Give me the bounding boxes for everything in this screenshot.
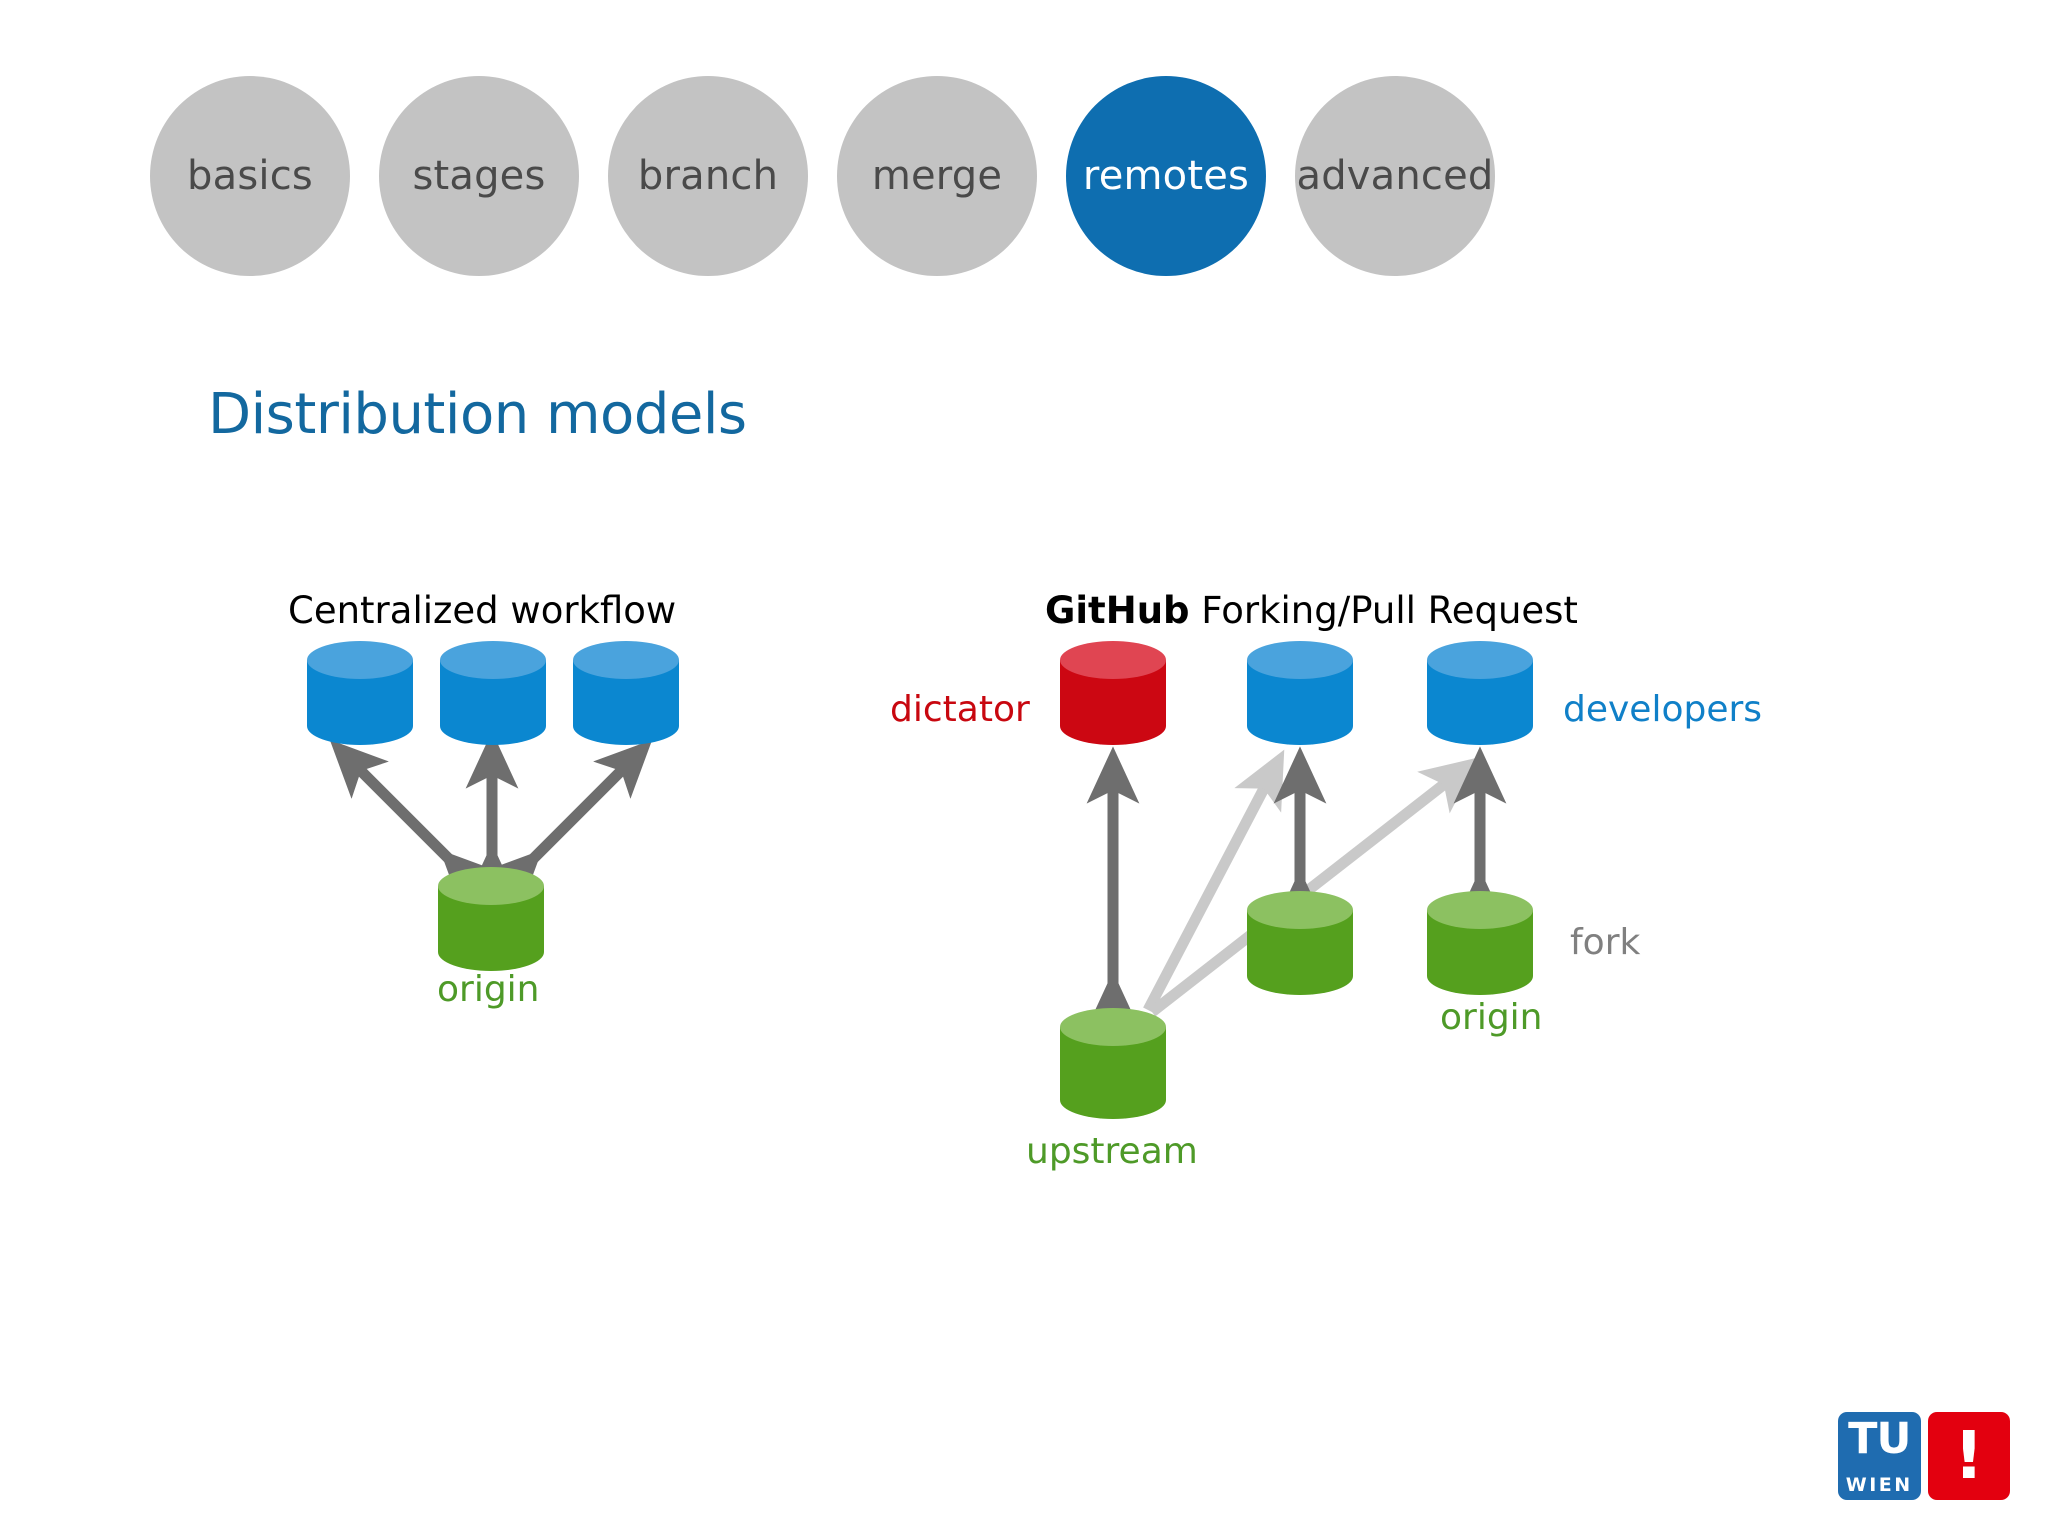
cylinder-fork-1 bbox=[1247, 891, 1353, 995]
section-nav: basics stages branch merge remotes advan… bbox=[150, 76, 1910, 276]
nav-circle-basics[interactable]: basics bbox=[150, 76, 350, 276]
label-developers: developers bbox=[1563, 689, 1763, 730]
nav-circle-remotes[interactable]: remotes bbox=[1066, 76, 1266, 276]
cylinder-developer-1 bbox=[1247, 641, 1353, 745]
nav-circle-label: basics bbox=[187, 153, 313, 199]
arrow-origin-dev1 bbox=[329, 739, 499, 909]
nav-circle-stages[interactable]: stages bbox=[379, 76, 579, 276]
nav-circle-label: advanced bbox=[1296, 153, 1494, 199]
tu-logo-block: TU WIEN bbox=[1838, 1412, 1921, 1500]
heading-bold-prefix: GitHub bbox=[1045, 589, 1190, 632]
nav-circle-advanced[interactable]: advanced bbox=[1295, 76, 1495, 276]
right-light-arrows bbox=[1143, 749, 1479, 1017]
heading-text: Centralized workflow bbox=[288, 589, 677, 632]
right-dark-arrows bbox=[1086, 746, 1507, 1029]
nav-circle-label: remotes bbox=[1082, 153, 1250, 199]
heading-centralized-workflow: Centralized workflow bbox=[288, 589, 676, 632]
tuwien-logo: TU WIEN ! bbox=[1838, 1412, 2010, 1500]
cylinder-dev-3 bbox=[573, 641, 679, 745]
exclamation-logo-block: ! bbox=[1927, 1412, 2010, 1500]
nav-circle-label: merge bbox=[871, 153, 1003, 199]
cylinder-developer-2 bbox=[1427, 641, 1533, 745]
cylinder-upstream bbox=[1060, 1008, 1166, 1119]
nav-circle-label: branch bbox=[637, 153, 779, 199]
nav-circle-merge[interactable]: merge bbox=[837, 76, 1037, 276]
label-origin-right: origin bbox=[1440, 997, 1543, 1038]
cylinder-dictator bbox=[1060, 641, 1166, 745]
cylinder-dev-2 bbox=[440, 641, 546, 745]
left-arrows bbox=[329, 731, 653, 909]
exclamation-logo-text: ! bbox=[1953, 1417, 1984, 1494]
arrow-origin-dev3 bbox=[483, 739, 653, 909]
page-title: Distribution models bbox=[208, 382, 747, 447]
label-upstream: upstream bbox=[1026, 1131, 1198, 1172]
cylinder-fork-2 bbox=[1427, 891, 1533, 995]
heading-text: Forking/Pull Request bbox=[1189, 589, 1578, 632]
heading-github-forking: GitHub Forking/Pull Request bbox=[1045, 589, 1578, 632]
label-origin-left: origin bbox=[437, 969, 540, 1010]
arrow-upstream-fork1 bbox=[1143, 749, 1285, 1013]
cylinder-dev-1 bbox=[307, 641, 413, 745]
tu-logo-text: TU bbox=[1848, 1414, 1911, 1464]
cylinder-origin-left bbox=[438, 867, 544, 971]
label-fork: fork bbox=[1570, 922, 1641, 963]
wien-logo-text: WIEN bbox=[1845, 1474, 1913, 1496]
nav-circle-label: stages bbox=[412, 153, 546, 199]
arrow-upstream-fork2 bbox=[1148, 757, 1479, 1017]
label-dictator: dictator bbox=[890, 689, 1030, 730]
nav-circle-branch[interactable]: branch bbox=[608, 76, 808, 276]
